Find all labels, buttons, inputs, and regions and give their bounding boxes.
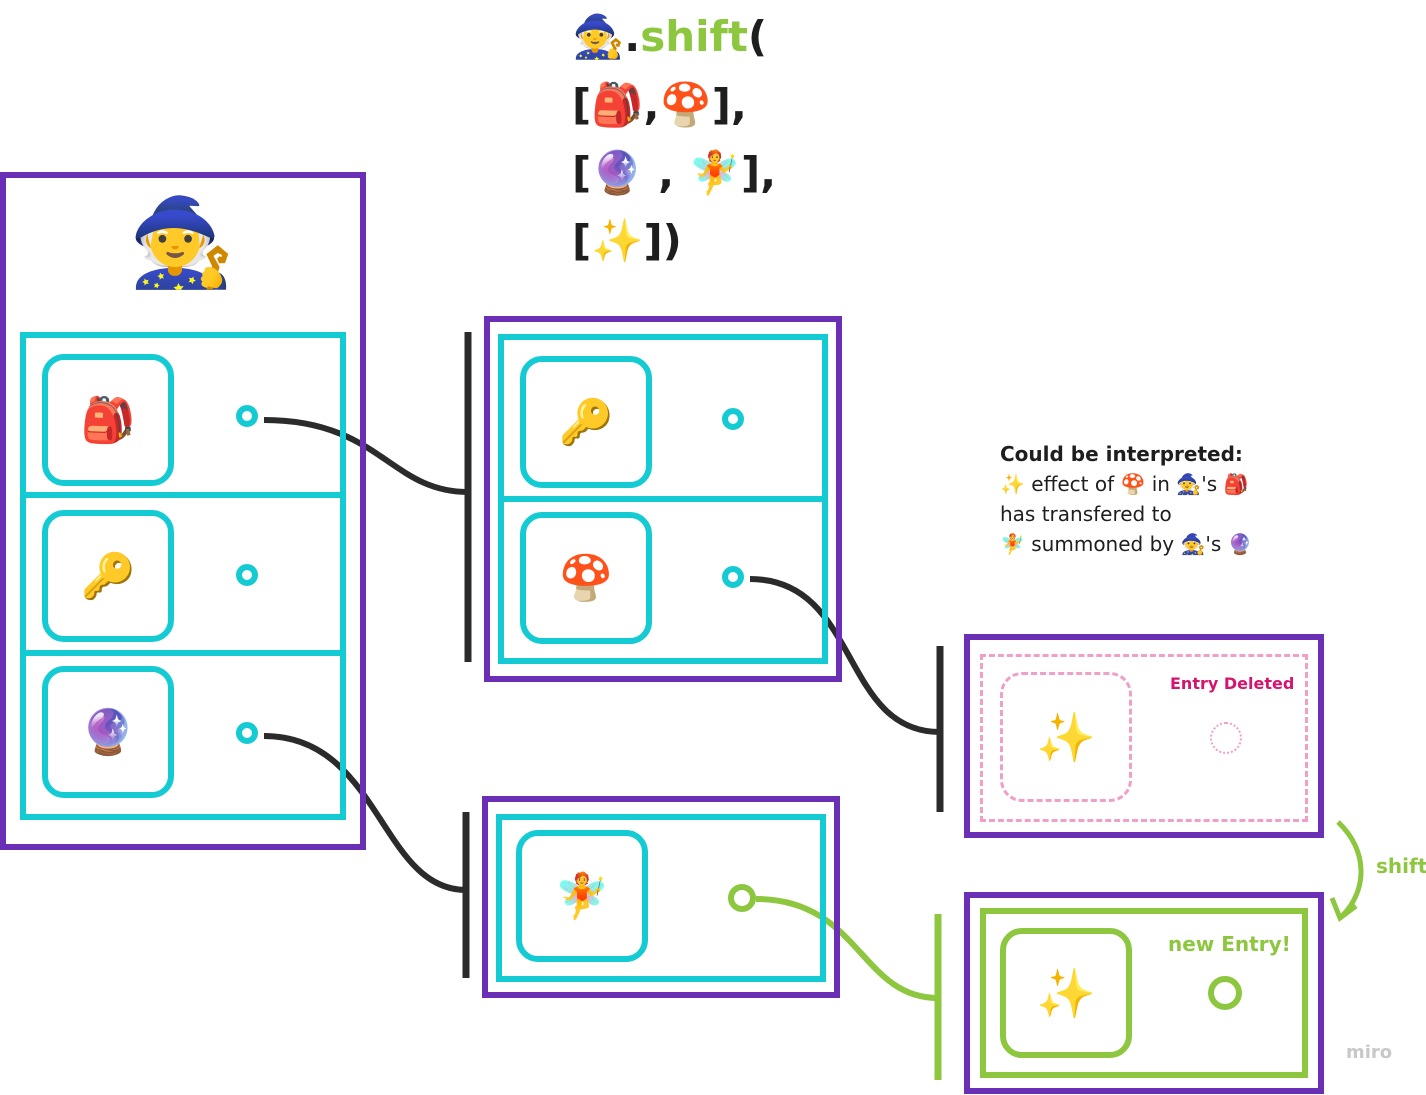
note-line-3: 🧚 summoned by 🧙's 🔮: [1000, 532, 1253, 556]
row-divider: [26, 492, 340, 498]
wizard-inventory: [20, 332, 346, 820]
code-dot: .: [624, 12, 641, 61]
note-line-2: has transfered to: [1000, 502, 1172, 526]
key-port[interactable]: [722, 408, 744, 430]
mushroom-connector: [749, 576, 941, 735]
new-entry-container: [964, 892, 1324, 1094]
miro-watermark: miro: [1346, 1042, 1393, 1063]
row-divider: [26, 650, 340, 656]
shift-function-name: shift: [640, 12, 748, 61]
entry-deleted-label: Entry Deleted: [1170, 674, 1295, 693]
key-port[interactable]: [236, 564, 258, 586]
code-line-3: [🔮 , 🧚],: [572, 148, 777, 197]
fairy-connector: [755, 896, 939, 1001]
deleted-port: [1210, 722, 1242, 754]
backpack-inventory: [498, 334, 828, 664]
backpack-container: [484, 316, 842, 682]
crystal-ball-port[interactable]: [236, 722, 258, 744]
backpack-icon: 🎒: [42, 354, 174, 486]
row-divider: [504, 496, 822, 502]
code-line-4: [✨]): [572, 216, 682, 265]
new-entry-frame: [980, 908, 1308, 1078]
wizard-icon: 🧙: [572, 12, 625, 61]
code-line-2: [🎒,🍄],: [572, 80, 747, 129]
shift-arrow: [1336, 820, 1364, 918]
mushroom-icon: 🍄: [520, 512, 652, 644]
key-icon: 🔑: [520, 356, 652, 488]
deleted-entry-frame: [980, 654, 1308, 822]
sparkles-icon: ✨: [1000, 928, 1132, 1058]
wizard-avatar-icon: 🧙: [128, 193, 236, 293]
code-line-1: 🧙.shift(: [572, 16, 767, 58]
shift-label: shift: [1376, 854, 1426, 878]
note-heading: Could be interpreted:: [1000, 442, 1243, 466]
crystal-ball-connector: [263, 733, 467, 893]
new-entry-port[interactable]: [1208, 976, 1242, 1010]
mushroom-port[interactable]: [722, 566, 744, 588]
new-entry-label: new Entry!: [1168, 932, 1291, 956]
backpack-port[interactable]: [236, 405, 258, 427]
fairy-port[interactable]: [728, 884, 756, 912]
crystal-ball-icon: 🔮: [42, 666, 174, 798]
crystal-ball-container: [482, 796, 840, 998]
deleted-entry-container: [964, 634, 1324, 838]
crystal-ball-inventory: [496, 814, 826, 982]
note-line-1: ✨ effect of 🍄 in 🧙's 🎒: [1000, 472, 1249, 496]
wizard-container: [0, 172, 366, 850]
backpack-connector: [263, 417, 469, 495]
shift-arrow-head: [1329, 897, 1358, 922]
key-icon: 🔑: [42, 510, 174, 642]
sparkles-icon: ✨: [1000, 672, 1132, 802]
code-paren: (: [747, 12, 768, 61]
fairy-icon: 🧚: [516, 830, 648, 962]
